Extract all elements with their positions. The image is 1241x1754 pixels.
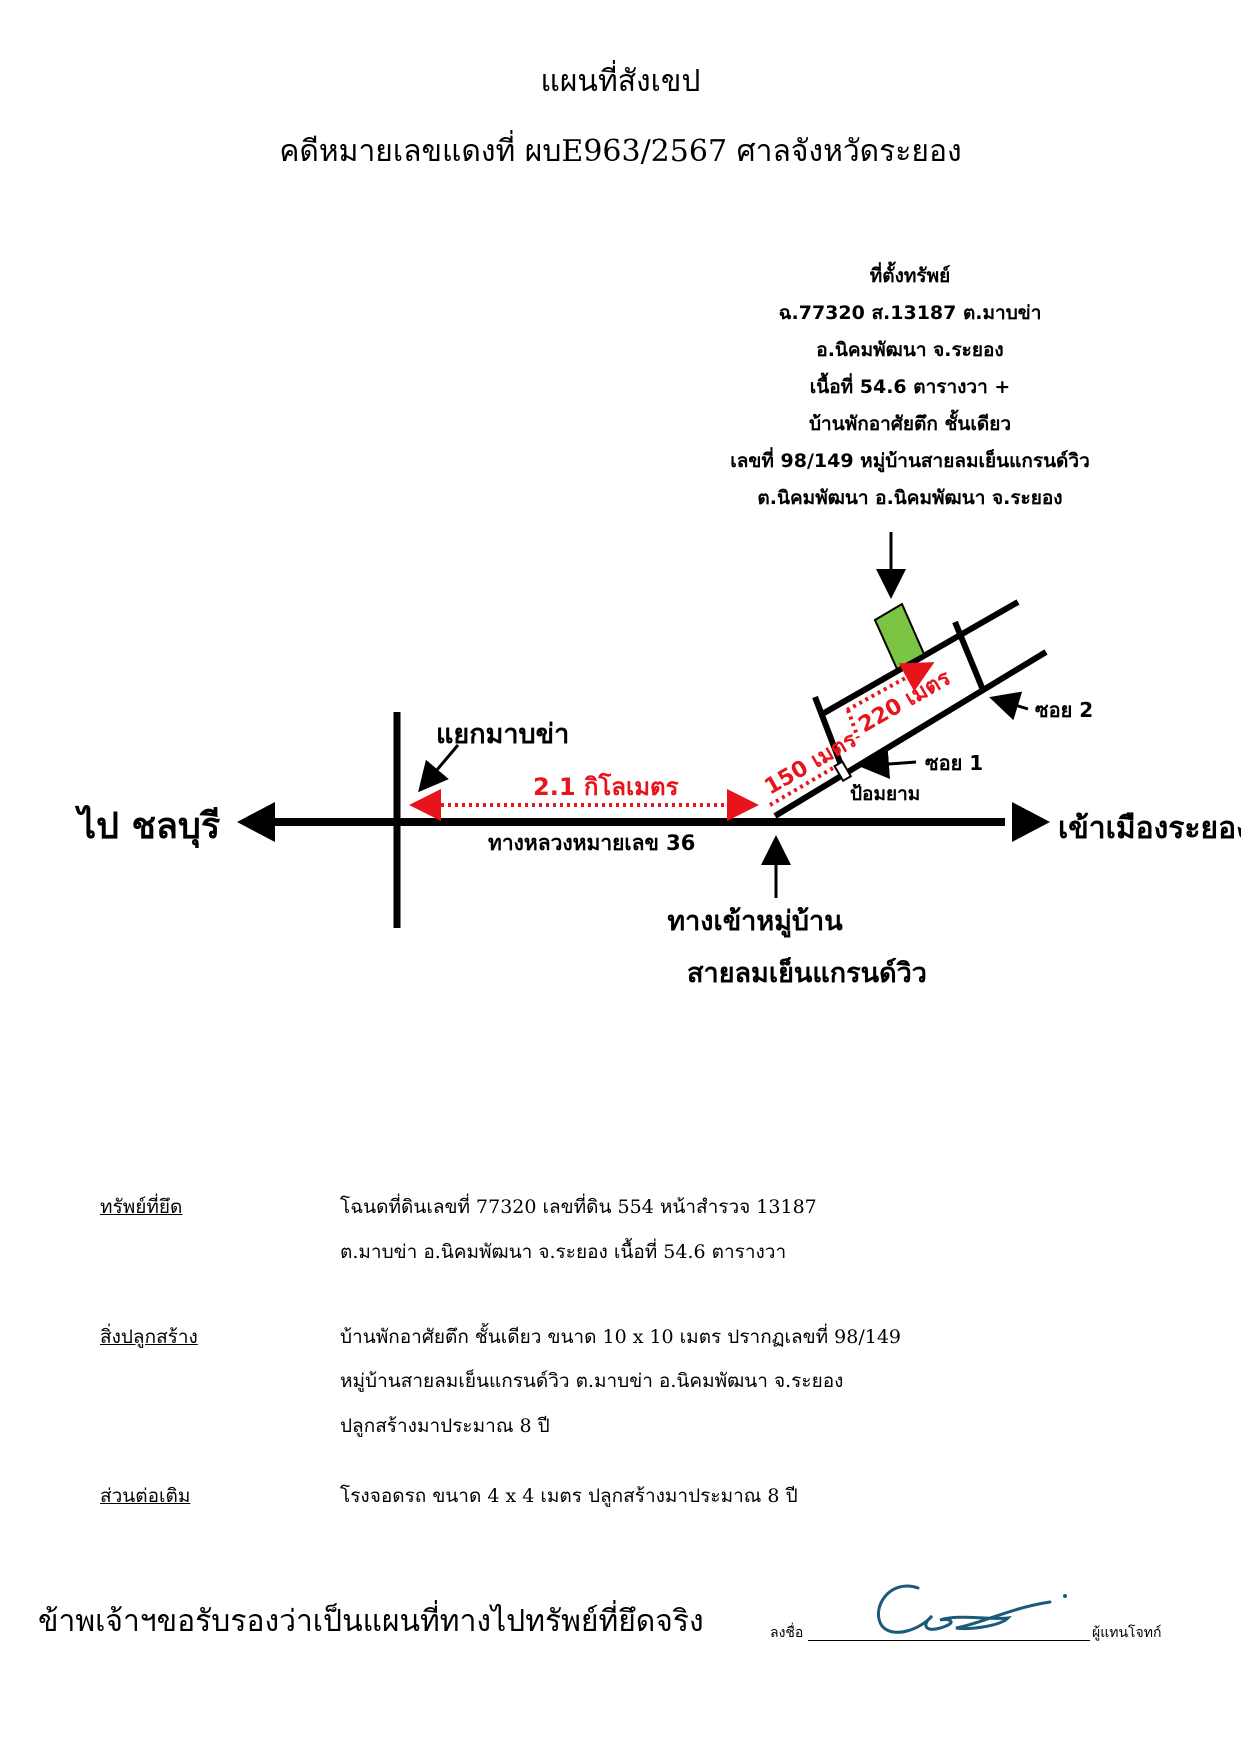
property-location-line: บ้านพักอาศัยตึก ชั้นเดียว bbox=[809, 413, 1011, 435]
intersection-pointer-arrow bbox=[418, 744, 460, 793]
detail-line: ต.มาบข่า อ.นิคมพัฒนา จ.ระยอง เนื้อที่ 54… bbox=[340, 1241, 787, 1263]
soi-2-road bbox=[952, 620, 986, 692]
guard-booth bbox=[833, 760, 853, 783]
detail-line: ปลูกสร้างมาประมาณ 8 ปี bbox=[340, 1415, 550, 1437]
signature-line bbox=[808, 1640, 1090, 1641]
detail-label-seized: ทรัพย์ที่ยึด bbox=[100, 1196, 183, 1218]
property-location-line: เนื้อที่ 54.6 ตารางวา + bbox=[809, 376, 1011, 398]
soi-2-arrow bbox=[989, 691, 1029, 721]
map-diagram: ไป ชลบุรี เข้าเมืองระยอง ทางหลวงหมายเลข … bbox=[74, 532, 1241, 989]
property-location-line: เลขที่ 98/149 หมู่บ้านสายลมเย็นแกรนด์วิว bbox=[730, 450, 1090, 472]
village-entrance-label-line1: ทางเข้าหมู่บ้าน bbox=[667, 906, 843, 938]
detail-label-building: สิ่งปลูกสร้าง bbox=[100, 1326, 198, 1348]
sign-label: ลงชื่อ bbox=[770, 1625, 804, 1641]
property-location-block: ที่ตั้งทรัพย์ ฉ.77320 ส.13187 ต.มาบข่า อ… bbox=[650, 258, 1170, 517]
east-arrowhead bbox=[1012, 802, 1050, 842]
signature-image bbox=[876, 1584, 1067, 1634]
property-location-line: ต.นิคมพัฒนา อ.นิคมพัฒนา จ.ระยอง bbox=[757, 487, 1063, 509]
left-destination-label: ไป ชลบุรี bbox=[74, 804, 221, 849]
distance-branch-label: 150 เมตร bbox=[761, 728, 862, 801]
property-location-line: ฉ.77320 ส.13187 ต.มาบข่า bbox=[778, 302, 1042, 324]
detail-line: บ้านพักอาศัยตึก ชั้นเดียว ขนาด 10 x 10 เ… bbox=[340, 1326, 902, 1348]
distance-soi-marker-2 bbox=[846, 662, 935, 712]
distance-main-label: 2.1 กิโลเมตร bbox=[533, 772, 679, 801]
guard-booth-label: ป้อมยาม bbox=[850, 783, 920, 805]
village-road-end bbox=[812, 695, 846, 772]
property-location-line: อ.นิคมพัฒนา จ.ระยอง bbox=[816, 339, 1004, 361]
village-road-upper bbox=[822, 599, 1020, 716]
right-destination-label: เข้าเมืองระยอง bbox=[1058, 811, 1241, 846]
intersection-label: แยกมาบข่า bbox=[436, 719, 569, 750]
property-plot bbox=[873, 602, 926, 671]
property-location-heading: ที่ตั้งทรัพย์ bbox=[869, 265, 951, 287]
soi-2-label: ซอย 2 bbox=[1035, 698, 1093, 722]
soi-1-label: ซอย 1 bbox=[925, 751, 983, 775]
distance-soi-marker bbox=[846, 709, 860, 739]
detail-label-extension: ส่วนต่อเติม bbox=[100, 1485, 191, 1507]
village-road-lower bbox=[773, 649, 1048, 819]
certification-statement: ข้าพเจ้าฯขอรับรองว่าเป็นแผนที่ทางไปทรัพย… bbox=[38, 1604, 704, 1639]
highway-label: ทางหลวงหมายเลข 36 bbox=[488, 831, 695, 855]
soi-1-arrow bbox=[859, 749, 917, 779]
detail-line: โรงจอดรถ ขนาด 4 x 4 เมตร ปลูกสร้างมาประม… bbox=[340, 1485, 798, 1507]
west-arrowhead bbox=[237, 802, 275, 842]
distance-branch-marker bbox=[768, 766, 835, 807]
case-subtitle: คดีหมายเลขแดงที่ ผบE963/2567 ศาลจังหวัดร… bbox=[279, 134, 962, 169]
detail-line: โฉนดที่ดินเลขที่ 77320 เลขที่ดิน 554 หน้… bbox=[340, 1196, 817, 1218]
sign-role: ผู้แทนโจทก์ bbox=[1092, 1625, 1162, 1641]
distance-soi-label: 220 เมตร bbox=[855, 666, 956, 739]
village-entrance-label-line2: สายลมเย็นแกรนด์วิว bbox=[687, 955, 927, 989]
page-title: แผนที่สังเขป bbox=[540, 64, 701, 99]
detail-line: หมู่บ้านสายลมเย็นแกรนด์วิว ต.มาบข่า อ.นิ… bbox=[340, 1370, 844, 1392]
